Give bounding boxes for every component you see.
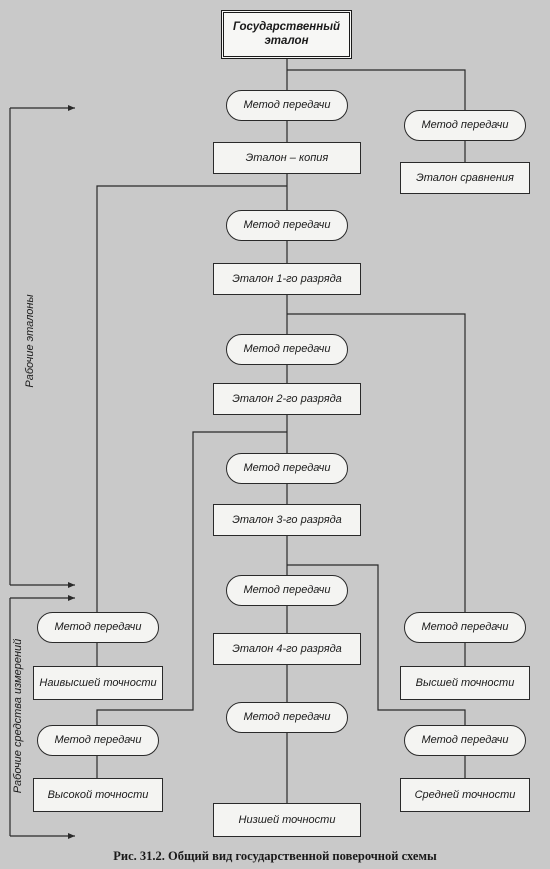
- node-method-2: Метод передачи: [226, 210, 348, 241]
- node-high-accuracy: Высокой точности: [33, 778, 163, 812]
- node-highest-accuracy: Наивысшей точности: [33, 666, 163, 700]
- node-comparison-standard: Эталон сравнения: [400, 162, 530, 194]
- node-standard-copy: Эталон – копия: [213, 142, 361, 174]
- node-rank-3: Эталон 3-го разряда: [213, 504, 361, 536]
- node-method-1: Метод передачи: [226, 90, 348, 121]
- node-rank-4: Эталон 4-го разряда: [213, 633, 361, 665]
- node-rank-1: Эталон 1-го разряда: [213, 263, 361, 295]
- node-method-left-2: Метод передачи: [37, 725, 159, 756]
- node-method-5: Метод передачи: [226, 575, 348, 606]
- node-method-6: Метод передачи: [226, 702, 348, 733]
- node-rank-2: Эталон 2-го разряда: [213, 383, 361, 415]
- node-method-4: Метод передачи: [226, 453, 348, 484]
- side-label-working-standards: Рабочие эталоны: [24, 294, 36, 388]
- node-lowest-accuracy: Низшей точности: [213, 803, 361, 837]
- node-method-right-2: Метод передачи: [404, 725, 526, 756]
- node-method-comparison: Метод передачи: [404, 110, 526, 141]
- node-medium-accuracy: Средней точности: [400, 778, 530, 812]
- figure-caption: Рис. 31.2. Общий вид государственной пов…: [113, 849, 437, 863]
- node-method-left-1: Метод передачи: [37, 612, 159, 643]
- node-state-standard: Государственный эталон: [221, 10, 352, 59]
- node-method-3: Метод передачи: [226, 334, 348, 365]
- node-higher-accuracy: Высшей точности: [400, 666, 530, 700]
- side-label-working-instruments: Рабочие средства измерений: [12, 638, 24, 794]
- node-method-right-1: Метод передачи: [404, 612, 526, 643]
